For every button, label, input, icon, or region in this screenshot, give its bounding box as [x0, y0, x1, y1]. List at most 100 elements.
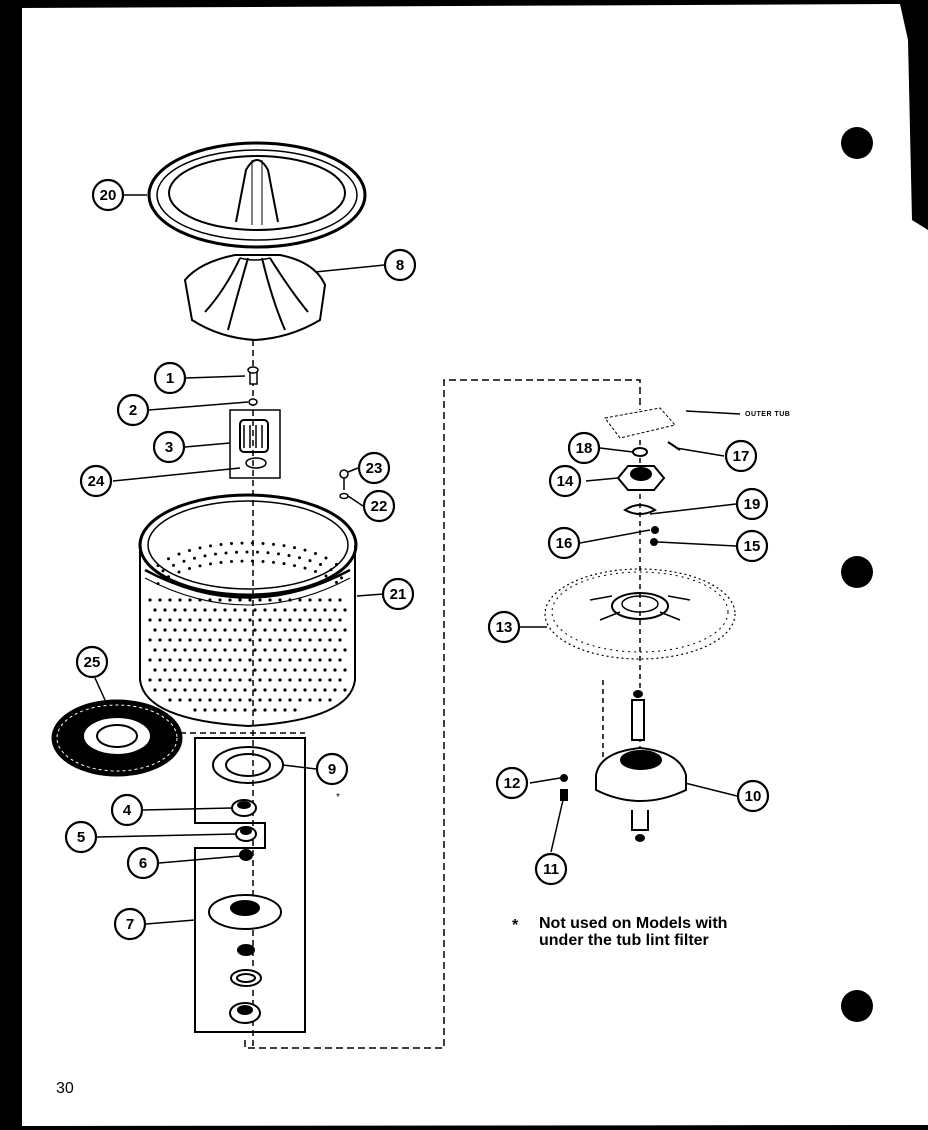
callout-circle: [357, 451, 391, 485]
callout-7: 7: [113, 907, 147, 941]
leader-lines: [94, 194, 738, 925]
part-outer-tub-hint: [604, 407, 676, 439]
callout-number: 18: [576, 440, 593, 457]
callout-number: 19: [744, 496, 761, 513]
callout-number: 15: [744, 538, 761, 555]
callout-circle: [153, 361, 187, 395]
callout-24: 24: [79, 464, 113, 498]
callout-circle: [383, 248, 417, 282]
part-brake-disc: [544, 568, 736, 660]
callout-17: 17: [724, 439, 758, 473]
callout-number: 17: [733, 448, 750, 465]
assembly-connector: [244, 379, 641, 1049]
page-number: 30: [56, 1080, 74, 1097]
binder-hole: [841, 990, 873, 1022]
callout-8: 8: [383, 248, 417, 282]
callout-number: 16: [556, 535, 573, 552]
part-dispenser-ring: [147, 141, 367, 249]
callout-circle: [91, 178, 125, 212]
footnote-line-1: Not used on Models with: [539, 915, 728, 932]
callout-9: 9: [315, 752, 349, 786]
callout-number: 25: [84, 654, 101, 671]
callout-19: 19: [735, 487, 769, 521]
callout-number: 6: [139, 855, 147, 872]
callout-circle: [110, 793, 144, 827]
callout-circle: [64, 820, 98, 854]
outer-tub-label: OUTER TUB: [745, 411, 791, 418]
binder-hole: [841, 556, 873, 588]
callout-circle: [381, 577, 415, 611]
asterisk-mark: *: [336, 792, 340, 803]
callout-number: 10: [745, 788, 762, 805]
callout-number: 14: [557, 473, 574, 490]
callout-number: 24: [88, 473, 105, 490]
callout-circle: [126, 846, 160, 880]
callout-21: 21: [381, 577, 415, 611]
callout-number: 8: [396, 257, 404, 274]
callout-13: 13: [487, 610, 521, 644]
callout-4: 4: [110, 793, 144, 827]
callout-circle: [487, 610, 521, 644]
callout-1: 1: [153, 361, 187, 395]
callout-circle: [152, 430, 186, 464]
callout-circle: [534, 852, 568, 886]
callout-11: 11: [534, 852, 568, 886]
callout-18: 18: [567, 431, 601, 465]
callout-number: 22: [371, 498, 388, 515]
callout-number: 21: [390, 586, 407, 603]
part-bearing-housing: [616, 441, 681, 546]
part-transmission: [560, 680, 687, 842]
callout-circle: [547, 526, 581, 560]
callout-circle: [548, 464, 582, 498]
callout-number: 5: [77, 829, 85, 846]
callout-22: 22: [362, 489, 396, 523]
callout-circle: [495, 766, 529, 800]
callout-23: 23: [357, 451, 391, 485]
callout-circle: [735, 487, 769, 521]
callout-circle: [315, 752, 349, 786]
callout-number: 12: [504, 775, 521, 792]
part-drive-hub: [208, 894, 282, 1024]
part-cam-assembly: [229, 409, 281, 479]
callout-number: 3: [165, 439, 173, 456]
callout-number: 2: [129, 402, 137, 419]
callout-number: 4: [123, 802, 132, 819]
callout-circle: [79, 464, 113, 498]
part-bracket-box-upper: [194, 737, 306, 1033]
callout-6: 6: [126, 846, 160, 880]
outer-tub-leader: [685, 410, 741, 415]
part-nut: [231, 799, 257, 861]
footnote-marker: *: [512, 917, 519, 934]
callout-number: 7: [126, 916, 134, 933]
part-lint-filter: [51, 699, 183, 777]
callout-3: 3: [152, 430, 186, 464]
callout-circle: [75, 645, 109, 679]
part-spin-basket: [138, 493, 358, 728]
callout-20: 20: [91, 178, 125, 212]
callout-number: 1: [166, 370, 174, 387]
part-bolt: [247, 366, 259, 406]
callout-circle: [113, 907, 147, 941]
callout-2: 2: [116, 393, 150, 427]
callout-12: 12: [495, 766, 529, 800]
callout-14: 14: [548, 464, 582, 498]
callout-number: 20: [100, 187, 117, 204]
callout-5: 5: [64, 820, 98, 854]
callout-25: 25: [75, 645, 109, 679]
binder-hole: [841, 127, 873, 159]
callout-circle: [116, 393, 150, 427]
part-agitator: [183, 254, 327, 342]
callout-circle: [362, 489, 396, 523]
callout-group: 1234567891011121314151617181920212223242…: [64, 178, 770, 941]
callout-15: 15: [735, 529, 769, 563]
footnote-line-2: under the tub lint filter: [539, 932, 709, 949]
callout-circle: [567, 431, 601, 465]
callout-circle: [736, 779, 770, 813]
callout-number: 9: [328, 761, 336, 778]
callout-number: 11: [543, 861, 559, 878]
callout-number: 23: [366, 460, 383, 477]
callout-circle: [724, 439, 758, 473]
callout-16: 16: [547, 526, 581, 560]
paper: [22, 4, 928, 1126]
